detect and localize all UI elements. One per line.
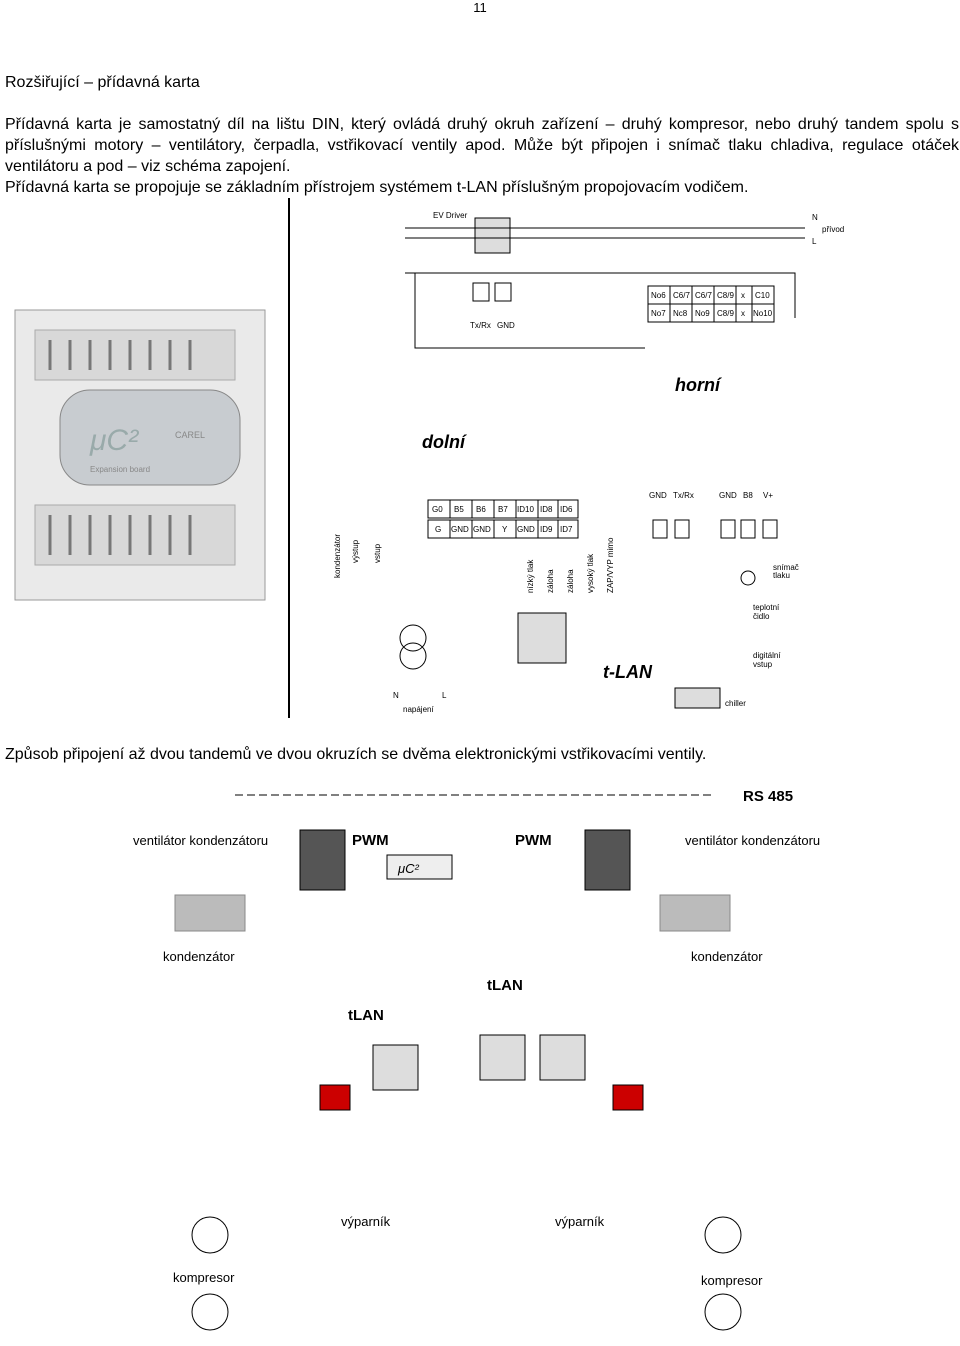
kompresor-left-label: kompresor: [173, 1270, 235, 1285]
right-header-label: Tx/Rx: [673, 491, 694, 500]
dolni-label: dolní: [422, 432, 467, 452]
teplotni-label: teplotní: [753, 603, 780, 612]
top-terminal: C8/9: [717, 291, 734, 300]
paragraph-2: Přídavná karta se propojuje se základním…: [5, 179, 749, 196]
page-number: 11: [473, 0, 487, 15]
vert-label-vystup: výstup: [351, 539, 360, 563]
kondenzator-right-label: kondenzátor: [691, 949, 763, 964]
vert-label-mid: záloha: [566, 569, 575, 593]
bottom-terminal: ID6: [560, 505, 573, 514]
bottom-terminal: ID7: [560, 525, 573, 534]
vert-label-mid: ZAP/VYP mimo: [606, 537, 615, 593]
top-terminal: x: [741, 309, 745, 318]
refrigeration-schematic: RS 485 ventilátor kondenzátoru ventiláto…: [133, 788, 820, 1331]
vert-label-kondenzator: kondenzátor: [333, 534, 342, 578]
pwm-left-label: PWM: [352, 832, 389, 849]
fan-right-label: ventilátor kondenzátoru: [685, 833, 820, 848]
top-terminal-block: No6 C6/7 C6/7 C8/9 x C10 No7 Nc8 No9 C8/…: [647, 285, 775, 323]
ev-driver-label: EV Driver: [433, 211, 468, 220]
bottom-terminal: B6: [476, 505, 486, 514]
figure-caption: Způsob připojení až dvou tandemů ve dvou…: [5, 746, 707, 763]
chiller-label: chiller: [725, 699, 746, 708]
right-header-label: B8: [743, 491, 753, 500]
bottom-terminal: B7: [498, 505, 508, 514]
vyparnik-left-label: výparník: [341, 1214, 391, 1229]
bottom-terminal: GND: [451, 525, 469, 534]
top-terminal: x: [741, 291, 745, 300]
rs485-label: RS 485: [743, 788, 793, 805]
top-terminal: No9: [695, 309, 710, 318]
horni-label: horní: [675, 375, 722, 395]
top-terminal: C6/7: [695, 291, 712, 300]
bottom-terminal: GND: [473, 525, 491, 534]
bottom-terminal: G0: [432, 505, 443, 514]
top-terminal: No6: [651, 291, 666, 300]
device-brand: CAREL: [175, 430, 205, 440]
body-text: Přídavná karta je samostatný díl na lišt…: [5, 114, 959, 198]
tlan-label: t-LAN: [603, 662, 653, 682]
pwm-right-label: PWM: [515, 832, 552, 849]
right-header-label: GND: [649, 491, 667, 500]
kompresor-right-label: kompresor: [701, 1273, 763, 1288]
cidlo-label: čidlo: [753, 612, 770, 621]
bottom-terminal: ID9: [540, 525, 553, 534]
fan-left-label: ventilátor kondenzátoru: [133, 833, 268, 848]
napajeni-l-label: L: [442, 691, 447, 700]
bottom-terminal-block: G0 B5 B6 B7 ID10 ID8 ID6 G GND GND Y GND…: [427, 499, 579, 539]
top-terminal: No7: [651, 309, 666, 318]
wiring-txrx-label: Tx/Rx: [470, 321, 491, 330]
vert-label-mid: záloha: [546, 569, 555, 593]
napajeni-label: napájení: [403, 705, 434, 714]
wiring-gnd-label: GND: [497, 321, 515, 330]
wiring-n-label: N: [812, 213, 818, 222]
wiring-diagram: EV Driver Tx/Rx GND N přívod L No6 C6/7 …: [288, 198, 844, 718]
bottom-terminal: GND: [517, 525, 535, 534]
device-logo: μC²: [89, 424, 139, 457]
top-terminal: C8/9: [717, 309, 734, 318]
bottom-terminal: G: [435, 525, 441, 534]
device-subtitle: Expansion board: [90, 465, 150, 474]
right-header-label: GND: [719, 491, 737, 500]
napajeni-n-label: N: [393, 691, 399, 700]
top-terminal: C10: [755, 291, 770, 300]
vert-label-mid: vysoký tlak: [586, 553, 595, 593]
top-terminal: C6/7: [673, 291, 690, 300]
wiring-l-label: L: [812, 237, 817, 246]
paragraph-1: Přídavná karta je samostatný díl na lišt…: [5, 116, 959, 175]
bottom-terminal: Y: [502, 525, 508, 534]
expansion-board-photo: μC² CAREL Expansion board: [14, 309, 266, 601]
tlaku-label: tlaku: [773, 571, 790, 580]
bottom-terminal: B5: [454, 505, 464, 514]
vstup-label: vstup: [753, 660, 773, 669]
bottom-terminal: ID8: [540, 505, 553, 514]
kondenzator-left-label: kondenzátor: [163, 949, 235, 964]
wiring-privod-label: přívod: [822, 225, 844, 234]
bottom-terminal: ID10: [517, 505, 534, 514]
vyparnik-right-label: výparník: [555, 1214, 605, 1229]
digitalni-label: digitální: [753, 651, 781, 660]
tlan-left-label: tLAN: [348, 1007, 384, 1024]
top-terminal: No10: [753, 309, 773, 318]
snimac-label: snímač: [773, 563, 799, 572]
top-terminal: Nc8: [673, 309, 688, 318]
vert-label-mid: nízký tlak: [526, 559, 535, 593]
tlan-right-label: tLAN: [487, 977, 523, 994]
section-heading: Rozšiřující – přídavná karta: [5, 74, 200, 91]
uc2-label: μC²: [397, 861, 420, 876]
right-header-label: V+: [763, 491, 773, 500]
vert-label-vstup: vstup: [373, 543, 382, 563]
